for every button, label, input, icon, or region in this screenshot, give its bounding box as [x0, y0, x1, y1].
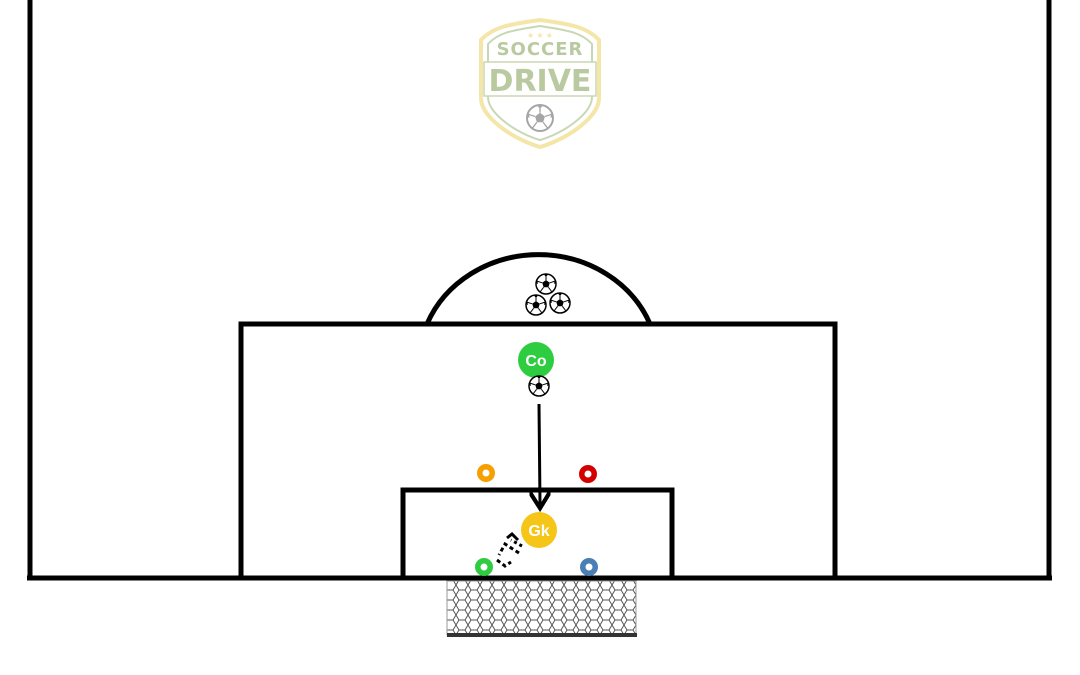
- cone-orange: [477, 464, 495, 482]
- ball-pile: [525, 273, 571, 316]
- goalkeeper-player: Gk: [521, 512, 557, 548]
- coach-label: Co: [525, 353, 547, 370]
- pass-arrow-icon: [539, 403, 540, 504]
- cone-red: [579, 465, 597, 483]
- cone-green: [475, 558, 493, 576]
- soccer-ball-icon: [549, 292, 571, 314]
- logo-stars-icon: ★ ★ ★: [527, 31, 553, 40]
- logo-shield-inner: [487, 24, 593, 142]
- soccer-drive-logo: ★ ★ ★ SOCCER DRIVE: [479, 17, 601, 150]
- goalkeeper-marker: [521, 512, 557, 548]
- cone-blue: [580, 558, 598, 576]
- six-yard-box: [400, 487, 675, 581]
- goal-net-icon: [446, 580, 637, 637]
- dribble-arrow-icon: [496, 531, 523, 568]
- logo-ball-icon: [526, 104, 554, 132]
- logo-top-text: SOCCER: [497, 39, 584, 60]
- coach-marker: [518, 342, 554, 378]
- pitch-lines: [27, 0, 1052, 581]
- goalkeeper-label: Gk: [528, 523, 549, 540]
- penalty-arc: [424, 252, 653, 325]
- logo-shield-outline: [479, 17, 601, 150]
- logo-banner: [483, 61, 597, 97]
- coach-player: Co: [518, 342, 554, 378]
- soccer-ball-icon: [525, 294, 547, 316]
- logo-main-text: DRIVE: [489, 64, 592, 99]
- soccer-ball-icon: [535, 273, 557, 295]
- soccer-ball-icon: [528, 375, 550, 397]
